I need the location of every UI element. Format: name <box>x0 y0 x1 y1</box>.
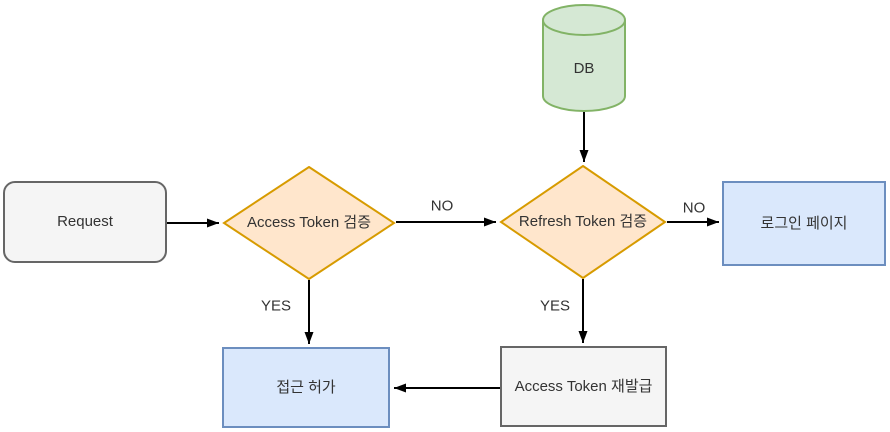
db-cylinder: DB <box>542 4 626 112</box>
access-token-check-decision: Access Token 검증 <box>222 166 396 280</box>
diamond-shape <box>222 166 396 280</box>
access-token-check-label: Access Token 검증 <box>246 214 372 231</box>
diamond-shape <box>499 165 667 279</box>
edge-label-access-no: NO <box>428 197 456 215</box>
login-page-label: 로그인 페이지 <box>760 214 848 232</box>
token-reissue-label: Access Token 재발급 <box>514 377 653 395</box>
token-reissue-node: Access Token 재발급 <box>500 346 667 427</box>
edge-label-refresh-no: NO <box>680 199 708 217</box>
refresh-token-check-label: Refresh Token 검증 <box>518 213 648 230</box>
request-label: Request <box>57 213 113 230</box>
db-label: DB <box>573 60 595 77</box>
login-page-node: 로그인 페이지 <box>722 181 886 266</box>
edge-label-refresh-yes: YES <box>537 297 573 315</box>
request-node: Request <box>3 181 167 263</box>
cylinder-shape <box>542 4 626 112</box>
access-grant-node: 접근 허가 <box>222 347 390 428</box>
access-grant-label: 접근 허가 <box>276 378 336 396</box>
refresh-token-check-decision: Refresh Token 검증 <box>499 165 667 279</box>
edge-label-access-yes: YES <box>258 297 294 315</box>
